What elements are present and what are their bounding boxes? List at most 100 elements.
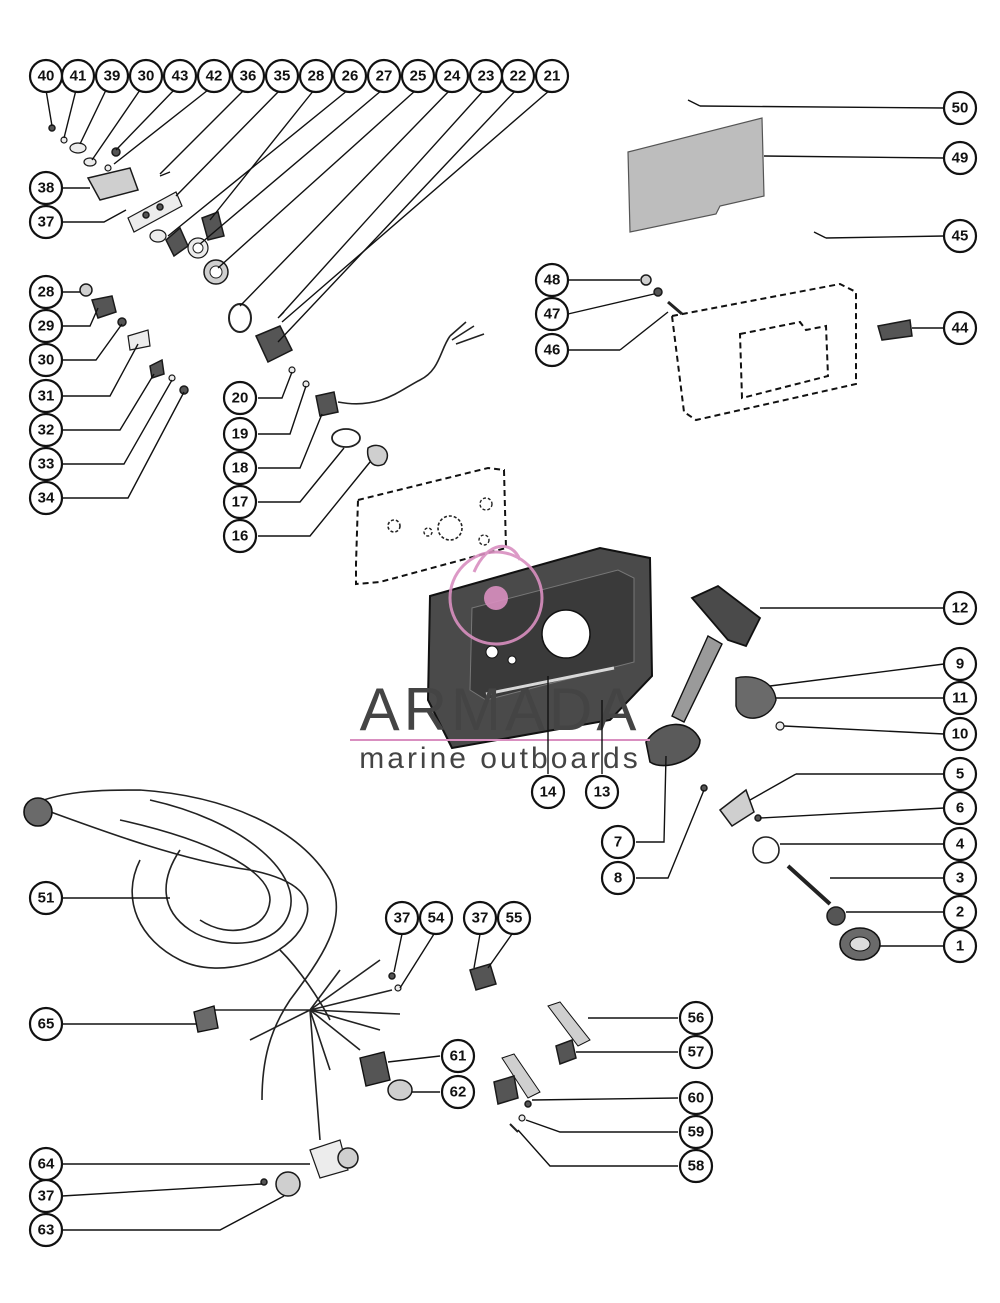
callout-40: 40 — [28, 58, 64, 94]
callout-49: 49 — [942, 140, 978, 176]
callout-35-label: 35 — [274, 68, 291, 85]
callout-44-label: 44 — [952, 320, 969, 337]
callout-25-label: 25 — [410, 68, 427, 85]
callout-17-label: 17 — [232, 494, 249, 511]
callout-65-label: 65 — [38, 1016, 55, 1033]
callout-14: 14 — [530, 774, 566, 810]
ignition-switch-parts — [48, 124, 294, 364]
callout-12: 12 — [942, 590, 978, 626]
callout-64-label: 64 — [38, 1156, 55, 1173]
callout-46-label: 46 — [544, 342, 561, 359]
callout-18: 18 — [222, 450, 258, 486]
callout-33: 33 — [28, 446, 64, 482]
callout-36: 36 — [230, 58, 266, 94]
callout-27-label: 27 — [376, 68, 393, 85]
mounting-plate-outline — [355, 466, 508, 586]
callout-18-label: 18 — [232, 460, 249, 477]
callout-10-label: 10 — [952, 726, 969, 743]
callout-45-label: 45 — [952, 228, 969, 245]
watermark-brand: ARMADA — [360, 676, 641, 743]
callout-28-top-label: 28 — [308, 68, 325, 85]
callout-37-mid-a-label: 37 — [394, 910, 411, 927]
callout-45: 45 — [942, 218, 978, 254]
callout-63-label: 63 — [38, 1222, 55, 1239]
cover-plate-parts — [627, 99, 765, 233]
leader-lines — [45, 89, 945, 1231]
callout-5: 5 — [942, 756, 978, 792]
callout-12-label: 12 — [952, 600, 969, 617]
mounting-plate-holes — [387, 497, 493, 546]
switch-wiring — [288, 321, 485, 467]
switch-parts-left — [79, 283, 189, 395]
callout-61: 61 — [440, 1038, 476, 1074]
callout-36-label: 36 — [240, 68, 257, 85]
handle-hub-parts — [718, 788, 881, 961]
callout-62: 62 — [440, 1074, 476, 1110]
callout-13: 13 — [584, 774, 620, 810]
callout-30-left: 30 — [28, 342, 64, 378]
callout-28-left-label: 28 — [38, 284, 55, 301]
terminal-parts-54-55 — [388, 963, 497, 992]
callout-65: 65 — [28, 1006, 64, 1042]
logo-dot — [484, 586, 508, 610]
callout-32: 32 — [28, 412, 64, 448]
callout-9: 9 — [942, 646, 978, 682]
callout-28-top: 28 — [298, 58, 334, 94]
callout-27: 27 — [366, 58, 402, 94]
callout-34: 34 — [28, 480, 64, 516]
callout-60: 60 — [678, 1080, 714, 1116]
callout-17: 17 — [222, 484, 258, 520]
callout-54: 54 — [418, 900, 454, 936]
callout-8: 8 — [600, 860, 636, 896]
callout-55: 55 — [496, 900, 532, 936]
callout-4: 4 — [942, 826, 978, 862]
callout-37-mid-b: 37 — [462, 900, 498, 936]
callout-30-top: 30 — [128, 58, 164, 94]
callout-51: 51 — [28, 880, 64, 916]
control-gasket-inner — [738, 320, 830, 400]
callout-4-label: 4 — [956, 836, 965, 853]
callout-37-upper: 37 — [28, 204, 64, 240]
callout-58: 58 — [678, 1148, 714, 1184]
callout-37-upper-label: 37 — [38, 214, 55, 231]
callout-47: 47 — [534, 296, 570, 332]
callout-54-label: 54 — [428, 910, 445, 927]
callout-39: 39 — [94, 58, 130, 94]
callout-55-label: 55 — [506, 910, 523, 927]
callout-42: 42 — [196, 58, 232, 94]
callout-43: 43 — [162, 58, 198, 94]
control-handle — [645, 584, 785, 792]
callout-48-label: 48 — [544, 272, 561, 289]
callout-10: 10 — [942, 716, 978, 752]
grommet-parts — [260, 1139, 359, 1197]
callout-64: 64 — [28, 1146, 64, 1182]
callout-9-label: 9 — [956, 656, 964, 673]
callout-30-top-label: 30 — [138, 68, 155, 85]
callout-49-label: 49 — [952, 150, 969, 167]
callout-37-lower: 37 — [28, 1178, 64, 1214]
armada-logo — [448, 544, 544, 646]
callout-26-label: 26 — [342, 68, 359, 85]
callout-50: 50 — [942, 90, 978, 126]
callout-44: 44 — [942, 310, 978, 346]
callout-56-label: 56 — [688, 1010, 705, 1027]
callout-50-label: 50 — [952, 100, 969, 117]
callout-7: 7 — [600, 824, 636, 860]
callout-32-label: 32 — [38, 422, 55, 439]
callout-2-label: 2 — [956, 904, 964, 921]
callout-35: 35 — [264, 58, 300, 94]
callout-22-label: 22 — [510, 68, 527, 85]
callout-13-label: 13 — [594, 784, 611, 801]
callout-48: 48 — [534, 262, 570, 298]
callout-22: 22 — [500, 58, 536, 94]
callout-31-label: 31 — [38, 388, 55, 405]
callout-47-label: 47 — [544, 306, 561, 323]
callout-24-label: 24 — [444, 68, 461, 85]
logo-ring — [448, 550, 544, 646]
callout-29-label: 29 — [38, 318, 55, 335]
callout-2: 2 — [942, 894, 978, 930]
gasket-screws — [813, 231, 913, 341]
callout-20: 20 — [222, 380, 258, 416]
callout-60-label: 60 — [688, 1090, 705, 1107]
